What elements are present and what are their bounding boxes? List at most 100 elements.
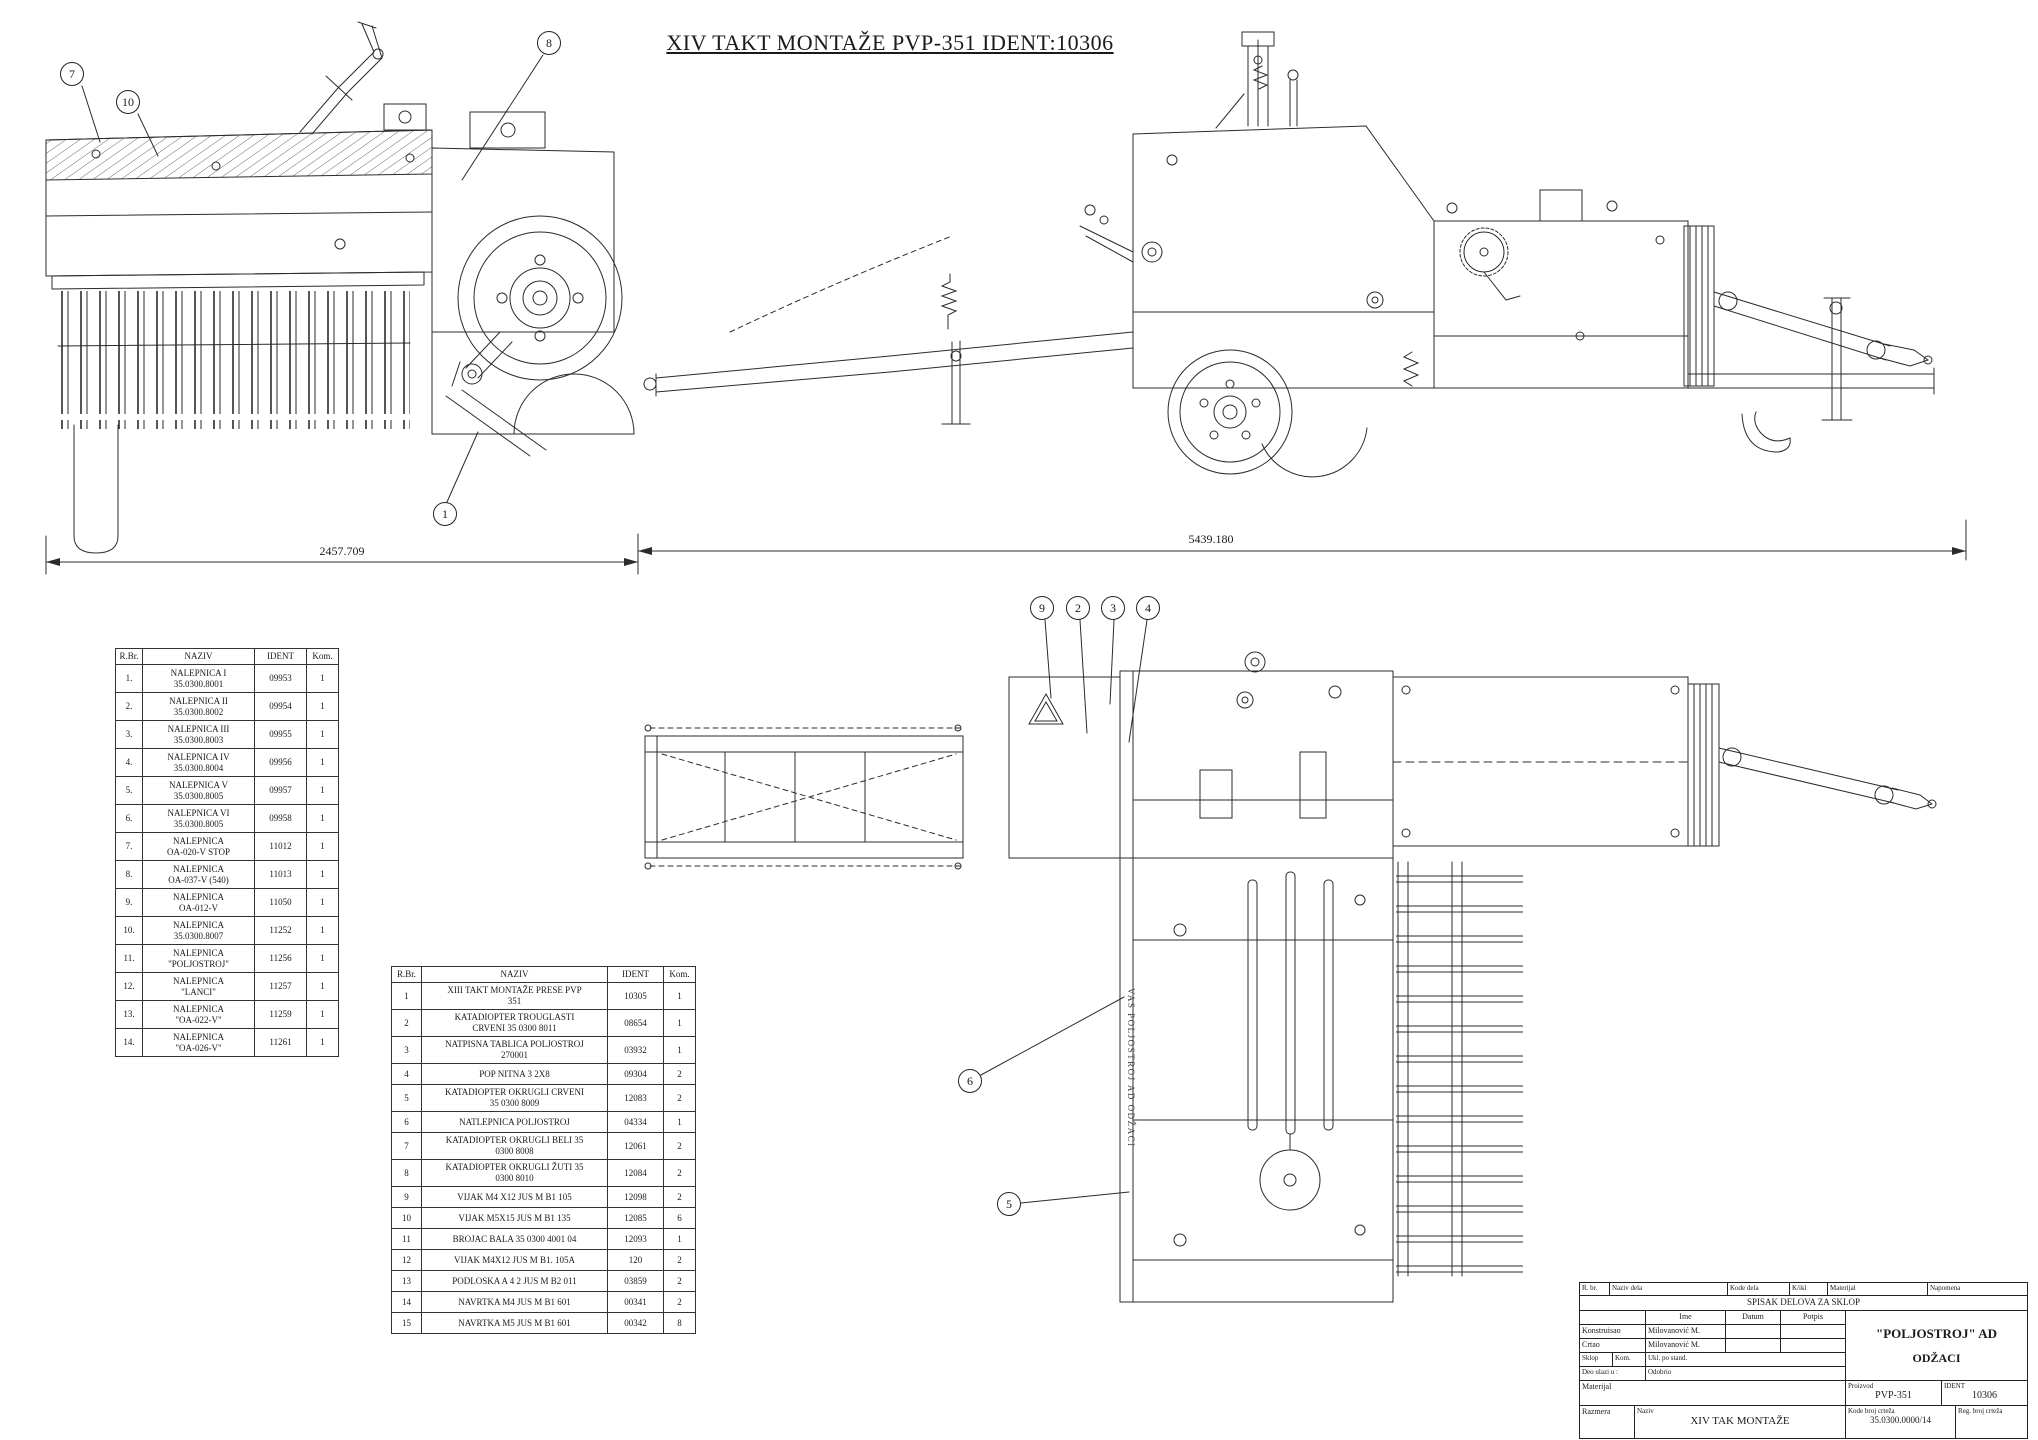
tb-company-city: ODŽACI bbox=[1912, 1350, 1961, 1365]
tb-crtao-label: Crtao bbox=[1580, 1339, 1646, 1352]
table-cell: 15 bbox=[391, 1312, 422, 1334]
table-cell: NAVRTKA M5 JUS M B1 601 bbox=[421, 1312, 608, 1334]
table-cell: 1 bbox=[391, 982, 422, 1010]
table-cell: 14 bbox=[391, 1291, 422, 1313]
table-cell: NALEPNICA OA-020-V STOP bbox=[142, 832, 255, 861]
table-cell: 12 bbox=[391, 1249, 422, 1271]
table-cell: 12083 bbox=[607, 1084, 664, 1112]
table-cell: 2 bbox=[663, 1270, 696, 1292]
tb-naziv-label: Naziv bbox=[1637, 1407, 1654, 1415]
table-cell: 2 bbox=[391, 1009, 422, 1037]
table-cell: 2 bbox=[663, 1159, 696, 1187]
table-cell: 3. bbox=[115, 720, 143, 749]
table-cell: 03932 bbox=[607, 1036, 664, 1064]
tb-company-cell: "POLJOSTROJ" AD ODŽACI bbox=[1846, 1311, 2027, 1380]
tb-ident-label: IDENT bbox=[1944, 1382, 1965, 1390]
table-cell: 1 bbox=[306, 916, 339, 945]
table-cell: 6 bbox=[663, 1207, 696, 1229]
table-cell: 6 bbox=[391, 1111, 422, 1133]
table-cell: NALEPNICA "POLJOSTROJ" bbox=[142, 944, 255, 973]
table-cell: 1 bbox=[663, 982, 696, 1010]
table-cell: NATPISNA TABLICA POLJOSTROJ 270001 bbox=[421, 1036, 608, 1064]
tb-reg-label: Reg. broj crteža bbox=[1958, 1407, 2003, 1415]
table-cell: 10. bbox=[115, 916, 143, 945]
table-cell: 00342 bbox=[607, 1312, 664, 1334]
drawing-title: XIV TAKT MONTAŽE PVP-351 IDENT:10306 bbox=[666, 30, 1114, 55]
table-cell: KATADIOPTER OKRUGLI ŽUTI 35 0300 8010 bbox=[421, 1159, 608, 1187]
tb-sklop-label: Sklop bbox=[1580, 1353, 1613, 1366]
table-cell: 03859 bbox=[607, 1270, 664, 1292]
callout-balloon-3: 3 bbox=[1101, 596, 1125, 620]
tb-naziv-cell: Naziv XIV TAK MONTAŽE bbox=[1635, 1406, 1846, 1438]
table-cell: 1 bbox=[663, 1111, 696, 1133]
table-cell: 09956 bbox=[254, 748, 307, 777]
tb-kode-label: Kode broj crteža bbox=[1848, 1407, 1895, 1415]
tb-materijal-label: Materijal bbox=[1580, 1381, 1846, 1405]
table-cell: NALEPNICA VI 35.0300.8005 bbox=[142, 804, 255, 833]
table-cell: 2 bbox=[663, 1249, 696, 1271]
table-cell: 1 bbox=[306, 1028, 339, 1057]
callout-leader-lines-front bbox=[81, 54, 544, 503]
tb-blank bbox=[1781, 1325, 1845, 1338]
table-cell: NALEPNICA "OA-022-V" bbox=[142, 1000, 255, 1029]
tb-blank bbox=[1580, 1311, 1646, 1324]
table-cell: 12. bbox=[115, 972, 143, 1001]
table-cell: PODLOSKA A 4 2 JUS M B2 011 bbox=[421, 1270, 608, 1292]
table-cell: 1 bbox=[306, 888, 339, 917]
tb-kode-cell: Kode broj crteža 35.0300.0000/14 bbox=[1846, 1406, 1956, 1438]
table-cell: 04334 bbox=[607, 1111, 664, 1133]
tb-header-kode: Kode dela bbox=[1728, 1283, 1790, 1295]
table-cell: 1. bbox=[115, 664, 143, 693]
table-cell: 1 bbox=[306, 692, 339, 721]
dimension-label-front-width: 2457.709 bbox=[272, 544, 412, 559]
table-cell: 2 bbox=[663, 1063, 696, 1085]
assembly-parts-table-header: R.Br. NAZIV IDENT Kom. bbox=[391, 966, 696, 983]
table-cell: KATADIOPTER TROUGLASTI CRVENI 35 0300 80… bbox=[421, 1009, 608, 1037]
title-block-column-headers: R. br. Naziv dela Kode dela K/ikl Materi… bbox=[1580, 1283, 2027, 1296]
col-ident: IDENT bbox=[254, 648, 307, 665]
table-cell: NAVRTKA M4 JUS M B1 601 bbox=[421, 1291, 608, 1313]
callout-balloon-9: 9 bbox=[1030, 596, 1054, 620]
table-cell: KATADIOPTER OKRUGLI CRVENI 35 0300 8009 bbox=[421, 1084, 608, 1112]
table-cell: NALEPNICA 35.0300.8007 bbox=[142, 916, 255, 945]
col-ident: IDENT bbox=[607, 966, 664, 983]
callout-balloon-7: 7 bbox=[60, 62, 84, 86]
table-cell: 1 bbox=[306, 776, 339, 805]
callout-leader-lines-plan bbox=[980, 619, 1148, 1204]
tb-blank bbox=[1726, 1325, 1781, 1338]
tb-konstruisao-name: Milovanović M. bbox=[1646, 1325, 1726, 1338]
tb-ime-label: Ime bbox=[1646, 1311, 1726, 1324]
table-cell: VIJAK M4X12 JUS M B1. 105A bbox=[421, 1249, 608, 1271]
tb-ukl-label: Ukl. po stand. bbox=[1648, 1354, 1688, 1362]
table-cell: 8. bbox=[115, 860, 143, 889]
tb-header-materijal: Materijal bbox=[1828, 1283, 1928, 1295]
dimension-label-side-length: 5439.180 bbox=[1141, 532, 1281, 547]
tb-header-naziv: Naziv dela bbox=[1610, 1283, 1728, 1295]
table-cell: 1 bbox=[306, 1000, 339, 1029]
table-cell: 13 bbox=[391, 1270, 422, 1292]
callout-balloon-4: 4 bbox=[1136, 596, 1160, 620]
table-cell: 2. bbox=[115, 692, 143, 721]
table-cell: 11012 bbox=[254, 832, 307, 861]
tb-razmera-label: Razmera bbox=[1580, 1406, 1635, 1438]
table-cell: 9 bbox=[391, 1186, 422, 1208]
callout-balloon-10: 10 bbox=[116, 90, 140, 114]
tb-proizvod-value: PVP-351 bbox=[1875, 1390, 1912, 1401]
